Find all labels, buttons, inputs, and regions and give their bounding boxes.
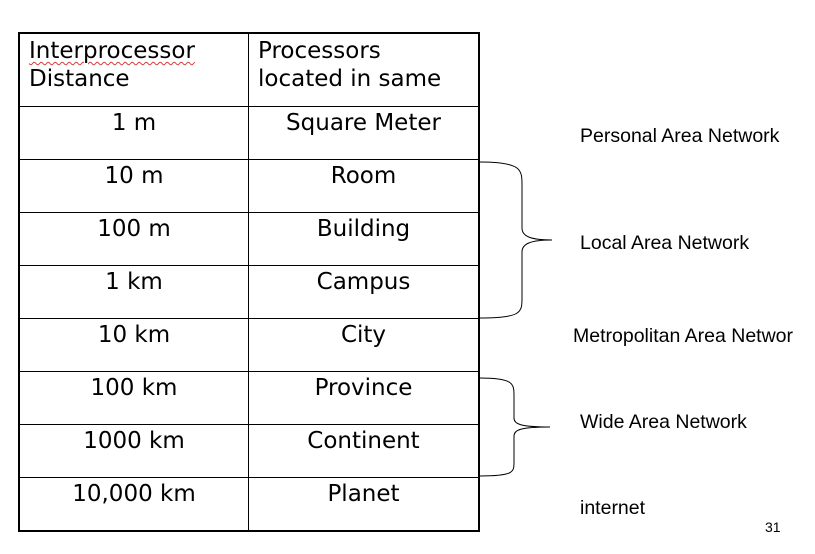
- metropolitan-area-network-label: Metropolitan Area Networ: [573, 325, 794, 347]
- header-location-line2: located in same: [258, 66, 442, 92]
- internet-label: internet: [580, 497, 646, 519]
- table-row: 100 km Province: [18, 371, 480, 425]
- wide-area-network-label: Wide Area Network: [580, 411, 747, 433]
- distance-cell: 10,000 km: [18, 477, 249, 532]
- distance-cell: 10 km: [18, 318, 249, 372]
- location-text: Province: [314, 375, 413, 401]
- wan-brace: [479, 377, 551, 477]
- distance-text: 1 km: [105, 269, 163, 295]
- location-text: Continent: [307, 428, 420, 454]
- distance-cell: 10 m: [18, 159, 249, 213]
- distance-text: 10 km: [97, 322, 171, 348]
- distance-cell: 1 km: [18, 265, 249, 319]
- location-text: Room: [330, 163, 397, 189]
- distance-text: 100 km: [90, 375, 178, 401]
- location-text: Building: [316, 216, 411, 242]
- location-text: Square Meter: [286, 110, 441, 136]
- location-cell: Building: [248, 212, 480, 266]
- table-row: 10,000 km Planet: [18, 477, 480, 532]
- header-cell-distance: Interprocessor Distance: [18, 32, 249, 107]
- table-row: 1 km Campus: [18, 265, 480, 319]
- location-text: Campus: [316, 269, 411, 295]
- table-row: 100 m Building: [18, 212, 480, 266]
- location-cell: Continent: [248, 424, 480, 478]
- distance-text: 100 m: [97, 216, 171, 242]
- location-cell: Province: [248, 371, 480, 425]
- distance-cell: 100 km: [18, 371, 249, 425]
- header-distance-word2: Distance: [29, 66, 130, 92]
- location-cell: Campus: [248, 265, 480, 319]
- network-scale-table: Interprocessor Distance Processors locat…: [18, 32, 480, 532]
- local-area-network-label: Local Area Network: [580, 232, 750, 254]
- distance-text: 10 m: [104, 163, 164, 189]
- distance-cell: 1000 km: [18, 424, 249, 478]
- lan-brace: [479, 161, 553, 319]
- location-text: Planet: [327, 481, 400, 507]
- location-text: City: [340, 322, 387, 348]
- header-distance-word1: Interprocessor: [29, 38, 195, 64]
- page-number: 31: [765, 519, 781, 535]
- table-row: 10 km City: [18, 318, 480, 372]
- distance-text: 10,000 km: [72, 481, 196, 507]
- table-row: 1000 km Continent: [18, 424, 480, 478]
- location-cell: Planet: [248, 477, 480, 532]
- distance-text: 1 m: [111, 110, 157, 136]
- personal-area-network-label: Personal Area Network: [580, 125, 780, 147]
- distance-text: 1000 km: [83, 428, 185, 454]
- header-location-line1: Processors: [258, 38, 381, 64]
